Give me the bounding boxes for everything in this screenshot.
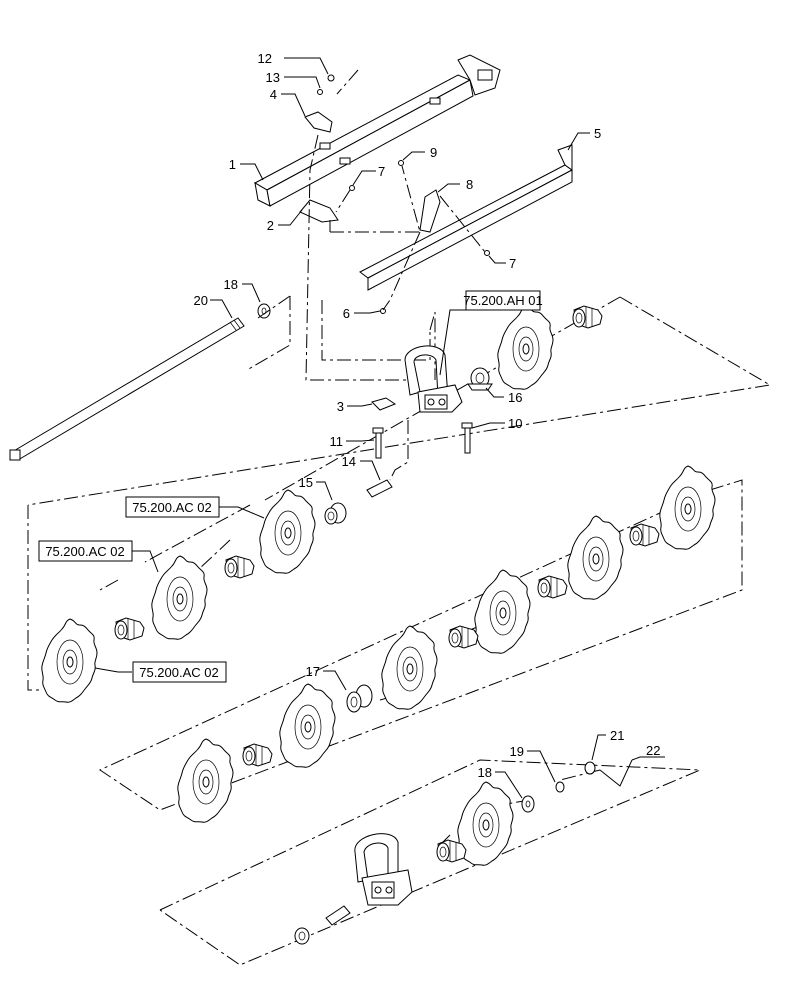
bearing-16 — [467, 367, 493, 391]
ref-ac02-a-label: 75.200.AC 02 — [132, 500, 212, 515]
callout-12: 12 — [258, 51, 272, 66]
clamp-3 — [371, 397, 397, 411]
bolt-7b — [484, 250, 490, 256]
callout-5: 5 — [594, 126, 601, 141]
callout-13: 13 — [266, 70, 280, 85]
callout-20: 20 — [194, 293, 208, 308]
gauge-blade — [419, 189, 441, 233]
callout-22: 22 — [646, 743, 660, 758]
spool-lower-3 — [448, 625, 479, 649]
callout-11: 11 — [330, 434, 344, 449]
callout-7b: 7 — [509, 256, 516, 271]
cotter-pin-22 — [599, 759, 633, 787]
spool-lower-5 — [242, 743, 273, 767]
washer-18-lower — [521, 795, 535, 813]
callout-6: 6 — [343, 306, 350, 321]
main-frame-tube — [253, 54, 501, 207]
pin-bottom — [325, 905, 351, 926]
disc-lower-6 — [177, 738, 234, 823]
callout-10: 10 — [508, 416, 522, 431]
pin-14 — [366, 479, 393, 498]
hanger-assembly-upper — [404, 345, 463, 413]
nut-12 — [327, 74, 335, 82]
disc-lower-3 — [474, 569, 531, 654]
ref-ac02-b-label: 75.200.AC 02 — [45, 544, 125, 559]
disc-left-1 — [259, 489, 316, 574]
spool-left-2 — [114, 617, 145, 641]
spool-left-1 — [224, 555, 255, 579]
callout-19: 19 — [510, 744, 524, 759]
callout-8: 8 — [466, 177, 473, 192]
bolt-11 — [372, 427, 384, 459]
leader-lines — [94, 57, 665, 799]
ref-box-ac02-c[interactable]: 75.200.AC 02 — [132, 661, 227, 683]
hanger-assembly-lower — [354, 833, 413, 906]
mount-bracket-upper — [304, 111, 333, 133]
ref-box-ac02-b[interactable]: 75.200.AC 02 — [38, 540, 133, 562]
callout-18-lower: 18 — [478, 765, 492, 780]
disc-lower-4 — [381, 625, 438, 710]
ref-ah01-label: 75.200.AH 01 — [463, 293, 543, 308]
disc-left-3 — [41, 618, 98, 703]
spool-15 — [324, 502, 347, 525]
callout-18-upper: 18 — [224, 277, 238, 292]
nut-21 — [584, 761, 596, 775]
bolt-7a — [349, 185, 355, 191]
ref-box-ah01[interactable]: 75.200.AH 01 — [463, 290, 543, 311]
callout-21: 21 — [610, 728, 624, 743]
spool-17 — [346, 684, 373, 713]
disc-left-2 — [151, 555, 208, 640]
gang-shaft — [9, 317, 245, 461]
disc-lower-5 — [279, 683, 336, 768]
callout-16: 16 — [508, 390, 522, 405]
spool-bottom-left — [294, 927, 310, 945]
callout-1: 1 — [229, 157, 236, 172]
callout-3: 3 — [337, 399, 344, 414]
washer-18-upper — [257, 303, 271, 319]
toolbar-angle-iron — [359, 144, 573, 291]
callout-17: 17 — [306, 664, 320, 679]
disc-lower-1 — [659, 465, 716, 550]
callout-7a: 7 — [378, 164, 385, 179]
ref-box-ac02-a[interactable]: 75.200.AC 02 — [125, 496, 220, 518]
callout-14: 14 — [342, 454, 356, 469]
callout-2: 2 — [267, 218, 274, 233]
washer-13 — [317, 89, 323, 95]
bolt-10 — [461, 422, 473, 454]
callout-9: 9 — [430, 145, 437, 160]
mount-bracket-lower — [299, 199, 339, 223]
disc-upper-right — [497, 305, 554, 390]
nut-6 — [380, 308, 386, 314]
spool-lower-1 — [629, 523, 660, 547]
callout-15: 15 — [299, 475, 313, 490]
washer-19 — [555, 781, 565, 793]
disc-lower-2 — [567, 515, 624, 600]
ref-ac02-c-label: 75.200.AC 02 — [139, 665, 219, 680]
spool-lower-2 — [537, 575, 568, 599]
callout-4: 4 — [270, 87, 277, 102]
bolt-9 — [398, 160, 404, 166]
